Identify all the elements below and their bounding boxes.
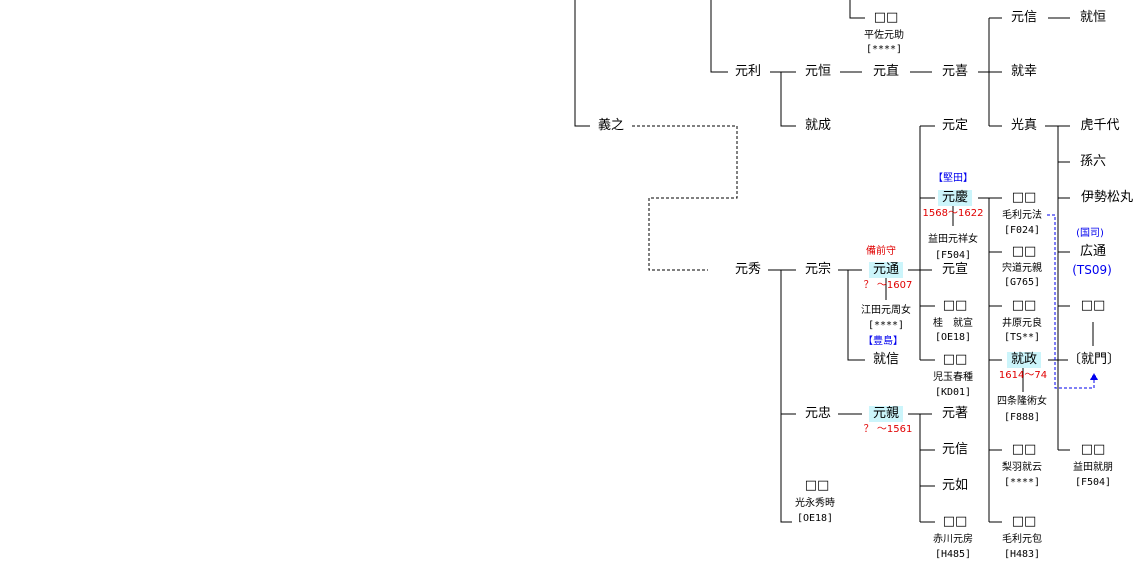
person-mitsunaga: □□ [804, 478, 830, 493]
person-narimasa: 就政 [1006, 352, 1042, 368]
years-motomichi: ？ ～1607 [863, 280, 913, 291]
code-taira-suke: [****] [865, 44, 903, 55]
code-mouri-motokane: [H483] [1003, 549, 1041, 560]
person-motoaki: 元著 [941, 406, 969, 421]
person-motochika: 元親 [868, 406, 904, 422]
code-kodama: [KD01] [934, 387, 972, 398]
spouse-motoyoshi2: 益田元祥女 [928, 234, 978, 245]
person-katsura: □□ [942, 298, 968, 313]
person-naritada: 就信 [872, 352, 900, 367]
alias-masuda: 益田就朋 [1073, 462, 1113, 473]
person-narishige: 就成 [804, 118, 832, 133]
code-akagawa: [H485] [934, 549, 972, 560]
alias-katsura: 桂 就宣 [933, 318, 973, 329]
alias-taira-suke: 平佐元助 [864, 30, 904, 41]
person-nashiwa: □□ [1011, 442, 1037, 457]
alias-mitsunaga: 光永秀時 [795, 498, 835, 509]
alias-ihara: 井原元良 [1002, 318, 1042, 329]
person-naritsune: 就恒 [1079, 10, 1107, 25]
years-narimasa: 1614～74 [998, 370, 1048, 381]
person-mouri-motonori: □□ [1011, 190, 1037, 205]
alias-shishido: 宍道元親 [1002, 263, 1042, 274]
code-mouri-motonori: [F024] [1003, 225, 1041, 236]
title-motoyoshi2: 【堅田】 [933, 173, 973, 184]
alias-akagawa: 赤川元房 [933, 534, 973, 545]
code-ihara: [TS**] [1003, 332, 1041, 343]
title-naritada: 【豊島】 [863, 336, 903, 347]
code-motomichi: [****] [867, 320, 905, 331]
person-motoyuki: 元如 [941, 478, 969, 493]
person-hiromichi: 広通 [1079, 244, 1107, 259]
alias-nashiwa: 梨羽就云 [1002, 462, 1042, 473]
spouse-narimasa: 四条隆術女 [997, 396, 1047, 407]
person-mototada: 元忠 [804, 406, 832, 421]
code-katsura: [OE18] [934, 332, 972, 343]
person-motonao: 元直 [872, 64, 900, 79]
person-motonobu-low: 元信 [941, 442, 969, 457]
person-isematsumaru: 伊勢松丸 [1080, 190, 1134, 205]
spouse-motomichi: 江田元周女 [861, 305, 911, 316]
person-mototoshi: 元利 [734, 64, 762, 79]
alias-mouri-motonori: 毛利元法 [1002, 210, 1042, 221]
title-motomichi: 備前守 [866, 246, 896, 257]
person-kodama: □□ [942, 352, 968, 367]
code-nashiwa: [****] [1003, 477, 1041, 488]
person-torachiyo: 虎千代 [1080, 118, 1120, 133]
person-shishido: □□ [1011, 244, 1037, 259]
person-motoyoshi2: 元慶 [937, 190, 973, 206]
person-narisachi: 就幸 [1010, 64, 1038, 79]
person-mitsuzane: 光真 [1010, 118, 1038, 133]
code-narimasa: [F888] [1003, 412, 1041, 423]
person-motomune: 元宗 [804, 262, 832, 277]
person-unknown-right: □□ [1080, 298, 1106, 313]
person-yoshiyuki: 義之 [597, 118, 625, 133]
years-motochika: ？ ～1561 [863, 424, 913, 435]
person-motomichi: 元通 [868, 262, 904, 278]
title-hiromichi: (国司) [1076, 228, 1104, 239]
person-mototsune: 元恒 [804, 64, 832, 79]
person-mouri-motokane: □□ [1011, 514, 1037, 529]
code-motoyoshi2: [F504] [934, 250, 972, 261]
person-masuda: □□ [1080, 442, 1106, 457]
alias-kodama: 児玉春種 [933, 372, 973, 383]
person-motonobu-top: 元信 [1010, 10, 1038, 25]
code-shishido: [G765] [1003, 277, 1041, 288]
person-narikado: 〔就門〕 [1067, 352, 1121, 367]
person-ihara: □□ [1011, 298, 1037, 313]
person-taira-suke: □□ [873, 10, 899, 25]
code-masuda: [F504] [1074, 477, 1112, 488]
person-motosada: 元定 [941, 118, 969, 133]
person-magoroku: 孫六 [1079, 154, 1107, 169]
years-motoyoshi2: 1568～1622 [922, 208, 984, 219]
person-motoyoshi: 元喜 [941, 64, 969, 79]
alias-mouri-motokane: 毛利元包 [1002, 534, 1042, 545]
person-motonobu-mid: 元宣 [941, 262, 969, 277]
code-mitsunaga: [OE18] [796, 513, 834, 524]
code-hiromichi: (TS09) [1072, 263, 1112, 277]
person-akagawa: □□ [942, 514, 968, 529]
person-motohide: 元秀 [734, 262, 762, 277]
